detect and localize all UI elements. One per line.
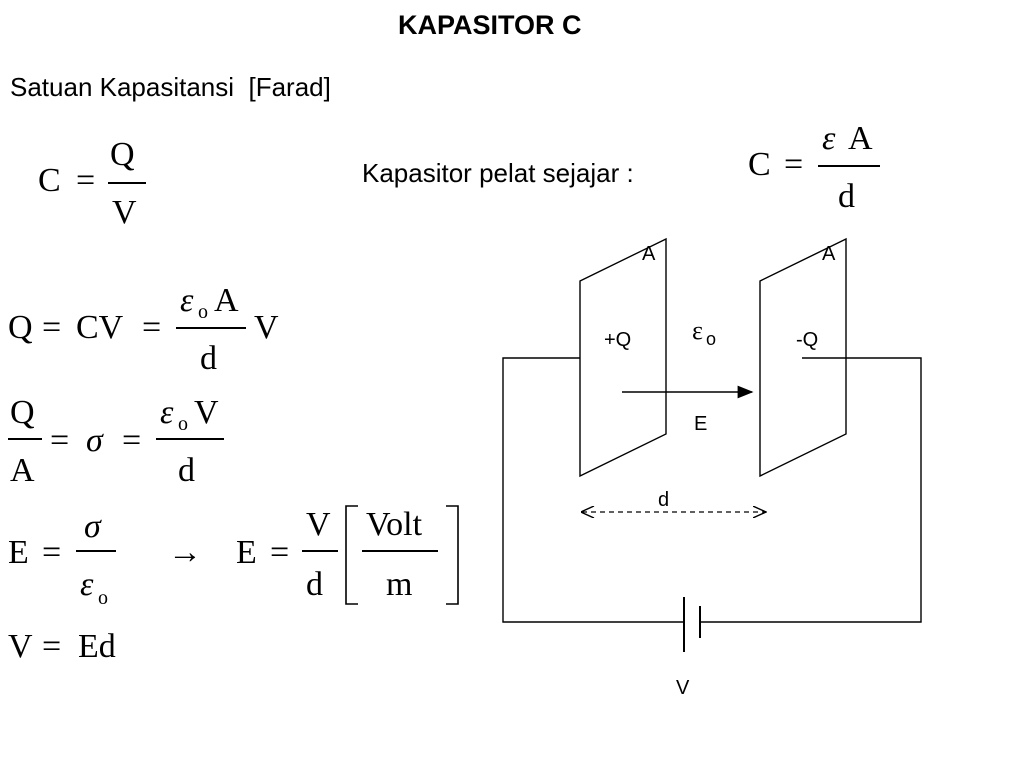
formula-symbol: ε [80,566,94,603]
formula-symbol: E [236,534,257,571]
distance-label: d [658,489,670,511]
bracket-left [345,505,358,605]
wire-left [502,357,684,623]
parallel-plate-label: Kapasitor pelat sejajar : [362,158,634,188]
formula-symbol: V [112,194,137,231]
formula-symbol: C [748,146,771,183]
page-title: KAPASITOR C [398,10,582,40]
plate-right-area-label: A [822,243,836,265]
formula-symbol: V [8,628,33,665]
subtitle-unit: Satuan Kapasitansi [Farad] [10,72,331,102]
formula-symbol: ε [180,282,194,319]
fraction-bar [818,165,880,167]
formula-symbol: d [178,452,195,489]
formula-symbol: ε [160,394,174,431]
formula-symbol: = [270,534,290,571]
formula-symbol: = [42,534,62,571]
formula-symbol: o [178,413,188,435]
formula-symbol: V [254,309,279,346]
field-label: E [694,413,708,435]
formula-symbol: d [838,178,855,215]
fraction-bar [76,550,116,552]
plate-left-area-label: A [642,243,656,265]
formula-symbol: σ [84,508,101,545]
charge-positive-label: +Q [604,329,632,351]
formula-symbol: Ed [78,628,116,665]
wire-right [700,357,922,623]
formula-symbol: = [42,309,62,346]
formula-symbol: = [76,162,96,199]
formula-symbol: A [848,120,873,157]
formula-symbol: V [306,506,331,543]
formula-symbol: = [142,309,162,346]
formula-symbol: = [784,146,804,183]
bracket-right [446,505,459,605]
formula-symbol: E [8,534,29,571]
formula-symbol: A [10,452,35,489]
formula-symbol: σ [86,422,103,459]
formula-symbol: d [200,340,217,377]
formula-symbol: = [122,422,142,459]
fraction-bar [108,182,146,184]
voltage-label: V [676,677,690,699]
fraction-bar [156,438,224,440]
formula-symbol: Q [110,136,135,173]
formula-symbol: = [50,422,70,459]
charge-negative-label: -Q [796,329,819,351]
formula-symbol: ε [822,120,836,157]
formula-symbol: d [306,566,323,603]
fraction-bar [176,327,246,329]
formula-symbol: C [38,162,61,199]
plate-left [579,237,667,478]
formula-symbol: Q [8,309,33,346]
formula-symbol: V [194,394,219,431]
formula-symbol: CV [76,309,124,346]
formula-symbol: Q [10,394,35,431]
fraction-bar [362,550,438,552]
formula-symbol: o [198,301,208,323]
formula-symbol: m [386,566,413,603]
fraction-bar [8,438,42,440]
formula-symbol: o [98,587,108,609]
formula-symbol: A [214,282,239,319]
fraction-bar [302,550,338,552]
formula-symbol: = [42,628,62,665]
formula-symbol: Volt [366,506,423,543]
permittivity-label: ε [692,316,703,345]
formula-symbol: → [168,534,202,571]
plate-right [759,237,847,478]
permittivity-subscript: o [706,329,717,349]
